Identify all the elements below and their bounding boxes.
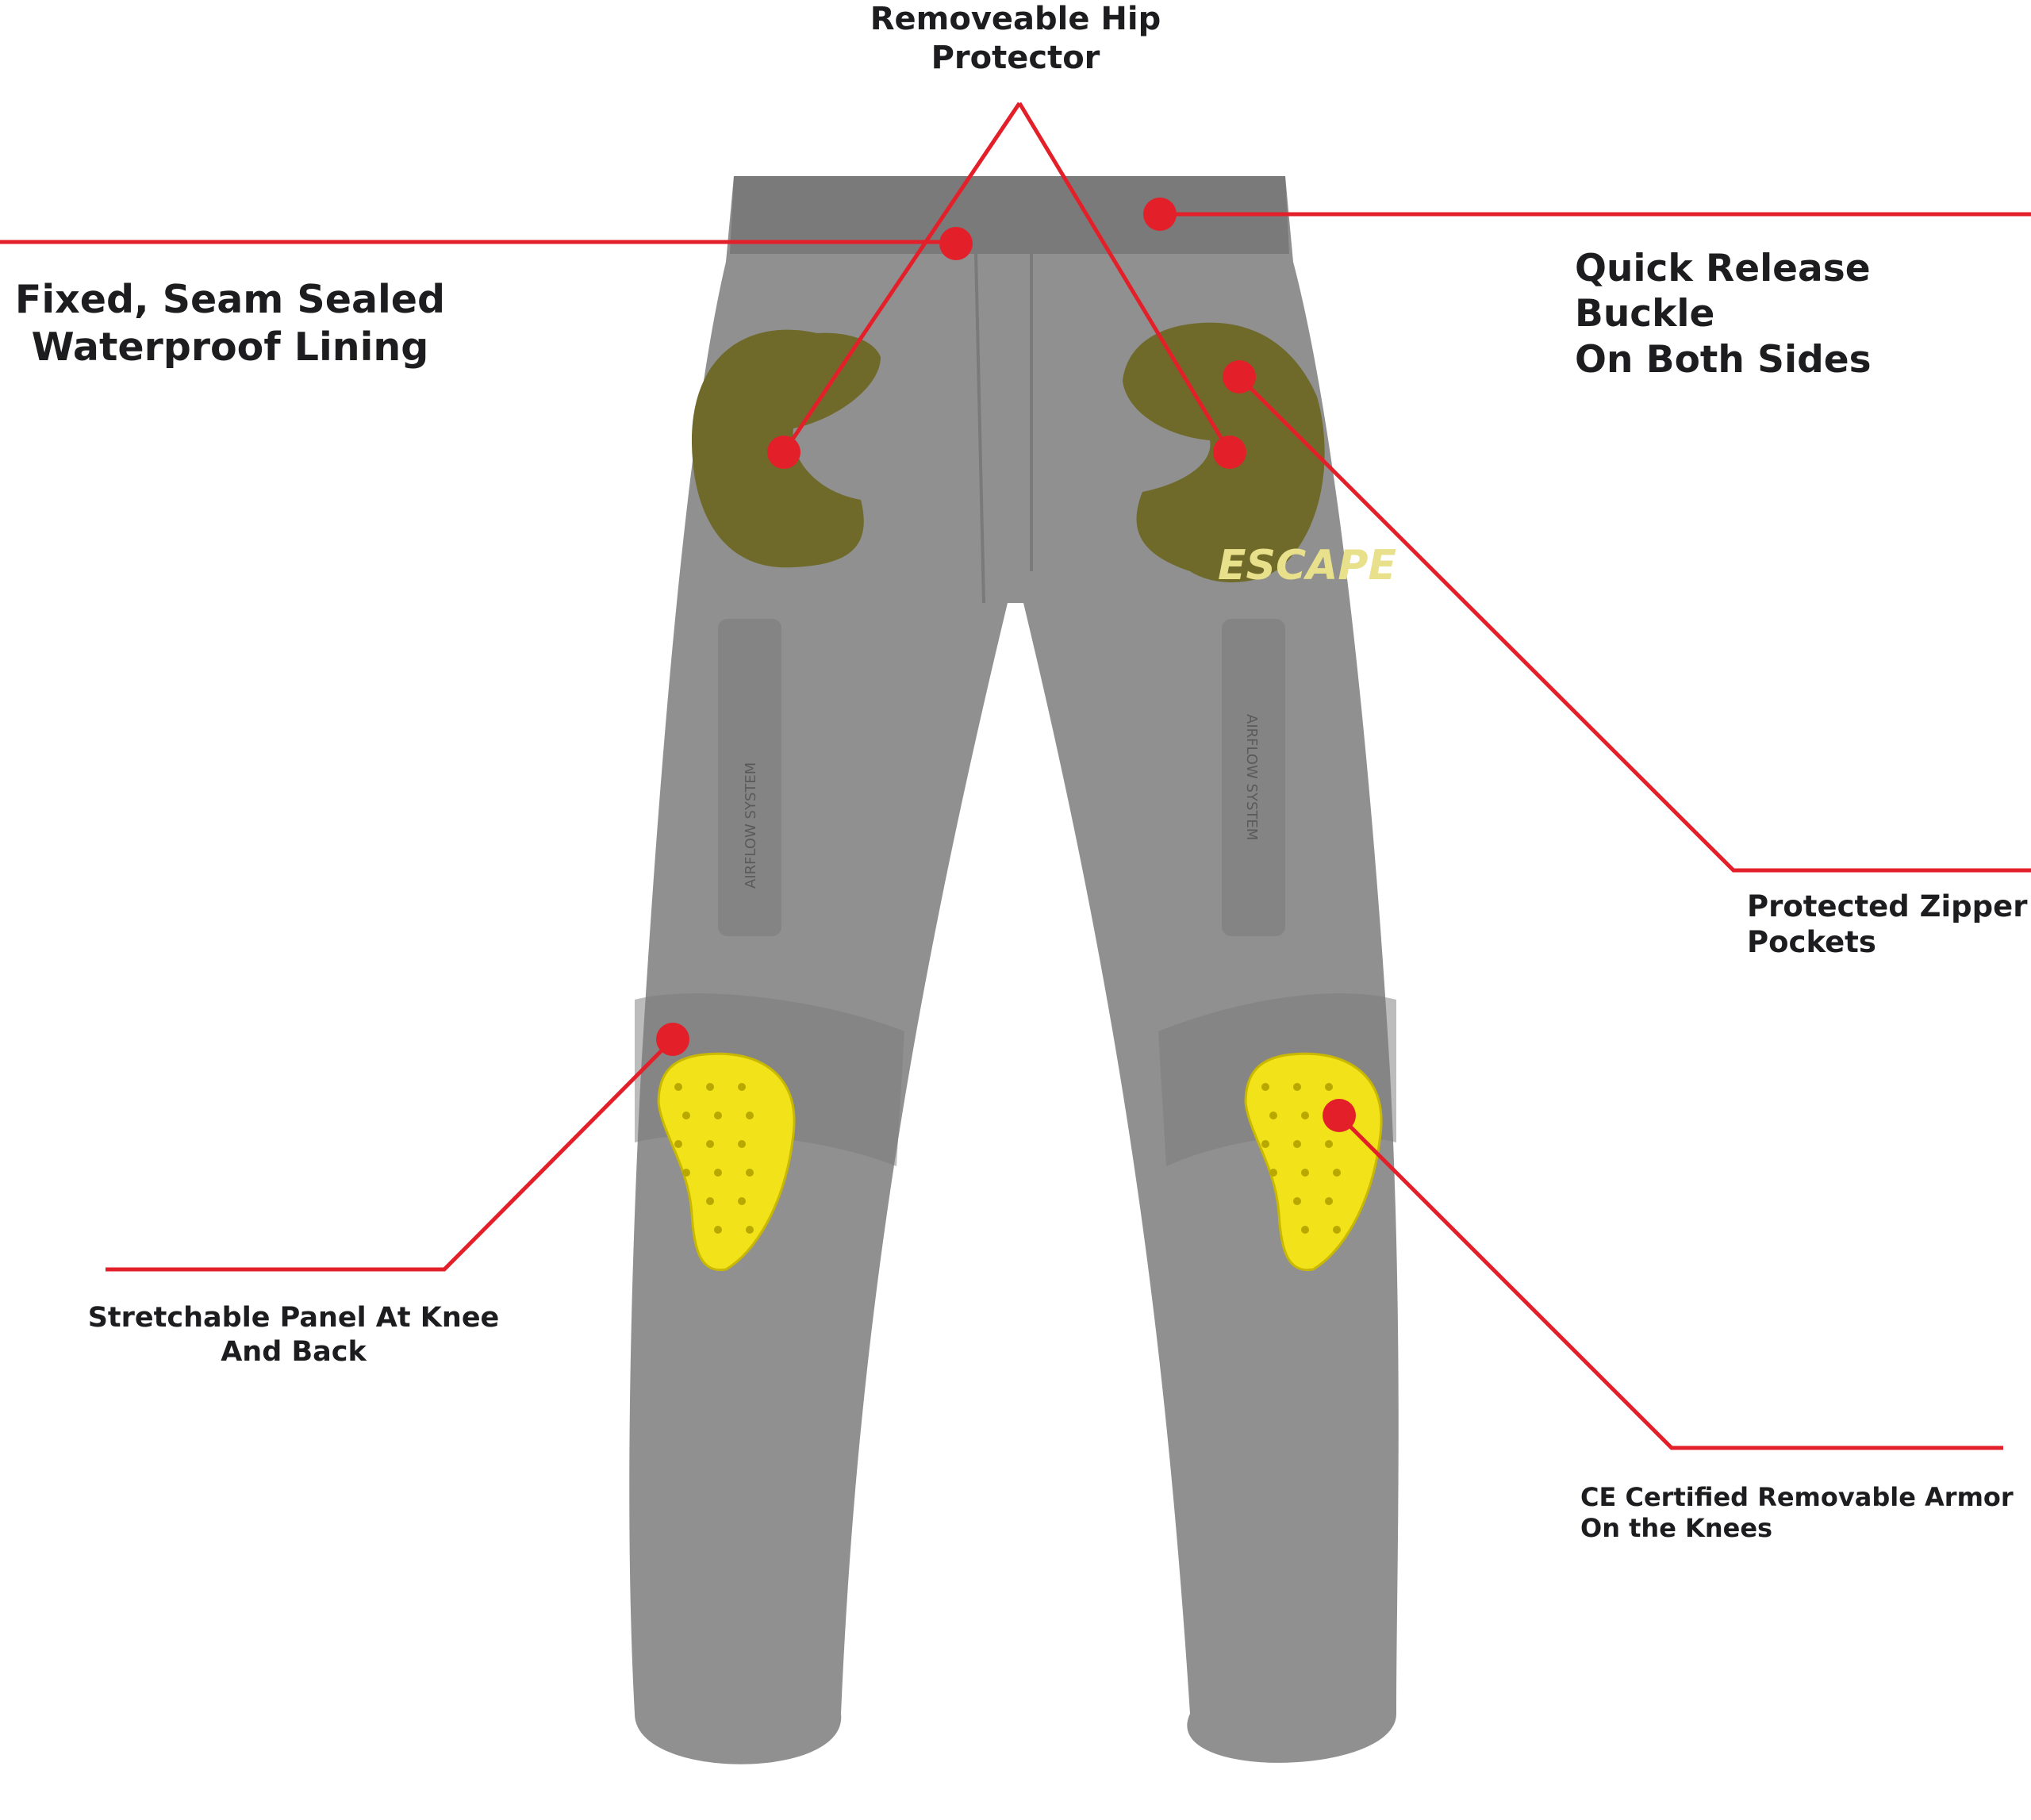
callout-line-hip-right <box>1017 102 1232 454</box>
vent-hole <box>1301 1112 1309 1119</box>
callout-text-line: Quick Release Buckle <box>1575 247 1871 336</box>
callout-line-zipper <box>1238 375 2031 873</box>
vent-hole <box>1269 1169 1277 1177</box>
left-knee-armor <box>657 1052 796 1272</box>
callout-label-waterproof-lining: Fixed, Seam Sealed Waterproof Lining <box>0 276 460 371</box>
vent-hole <box>1325 1083 1333 1091</box>
callout-label-knee-armor: CE Certified Removable Armor On the Knee… <box>1580 1482 2031 1544</box>
armor-vent-holes <box>674 1083 1341 1234</box>
waistband <box>730 176 1289 254</box>
callout-text-line: On the Knees <box>1580 1513 1773 1544</box>
callout-lines <box>0 102 2031 1450</box>
vent-hole <box>738 1140 746 1148</box>
callout-text-line: Stretchable Panel At Knee <box>87 1302 500 1334</box>
callout-label-stretch-panel: Stretchable Panel At Knee And Back <box>71 1301 516 1369</box>
vent-hole <box>746 1226 754 1234</box>
dot-buckle <box>1143 198 1177 231</box>
vent-hole <box>714 1112 722 1119</box>
escape-logo: ESCAPE <box>1218 542 1396 589</box>
callout-text-line: Fixed, Seam Sealed <box>14 277 446 322</box>
dot-hip-right <box>1213 436 1246 469</box>
callout-label-zipper-pockets: Protected Zipper Pockets <box>1747 889 2031 960</box>
callout-dots <box>656 198 1356 1132</box>
vent-hole <box>1293 1140 1301 1148</box>
vent-hole <box>746 1112 754 1119</box>
vent-hole <box>746 1169 754 1177</box>
vent-hole <box>1261 1083 1269 1091</box>
dot-zipper <box>1223 360 1256 394</box>
callout-text-line: And Back <box>221 1335 367 1368</box>
vent-hole <box>1301 1169 1309 1177</box>
vent-hole <box>706 1140 714 1148</box>
callout-label-quick-release: Quick Release Buckle On Both Sides <box>1575 246 2019 382</box>
vent-hole <box>706 1083 714 1091</box>
vent-hole <box>706 1197 714 1205</box>
vent-hole <box>1325 1197 1333 1205</box>
vent-hole <box>1333 1169 1341 1177</box>
vent-hole <box>1293 1083 1301 1091</box>
vent-hole <box>682 1112 690 1119</box>
left-cargo-pocket <box>718 619 781 936</box>
right-airflow-label: AIRFLOW SYSTEM <box>1243 714 1260 840</box>
vent-hole <box>1325 1140 1333 1148</box>
callout-text-line: Waterproof Lining <box>31 324 429 370</box>
callout-text-line: On Both Sides <box>1575 337 1872 382</box>
vent-hole <box>738 1197 746 1205</box>
vent-hole <box>714 1169 722 1177</box>
right-cargo-pocket <box>1222 619 1285 936</box>
dot-armor <box>1323 1099 1356 1132</box>
callout-text-line: Removeable Hip <box>870 1 1161 37</box>
callout-line-hip-left <box>781 102 1022 454</box>
callout-label-hip-protector: Removeable Hip Protector <box>777 0 1254 78</box>
vent-hole <box>1333 1226 1341 1234</box>
vent-hole <box>738 1083 746 1091</box>
vent-hole <box>1301 1226 1309 1234</box>
callout-text-line: Pockets <box>1747 925 1876 960</box>
left-airflow-label: AIRFLOW SYSTEM <box>743 762 759 889</box>
fly-seam <box>974 253 1033 604</box>
vent-hole <box>1269 1112 1277 1119</box>
dot-hip-left <box>767 436 800 469</box>
callout-text-line: Protected Zipper <box>1747 889 2028 923</box>
vent-hole <box>674 1083 682 1091</box>
vent-hole <box>682 1169 690 1177</box>
callout-line-stretch <box>106 1038 674 1272</box>
callout-text-line: Protector <box>931 39 1100 76</box>
callout-text-line: CE Certified Removable Armor <box>1580 1482 2014 1512</box>
vent-hole <box>714 1226 722 1234</box>
vent-hole <box>1293 1197 1301 1205</box>
vent-hole <box>674 1140 682 1148</box>
callout-line-armor <box>1338 1114 2003 1450</box>
dot-stretch <box>656 1023 689 1056</box>
vent-hole <box>1261 1140 1269 1148</box>
dot-lining <box>939 227 973 260</box>
